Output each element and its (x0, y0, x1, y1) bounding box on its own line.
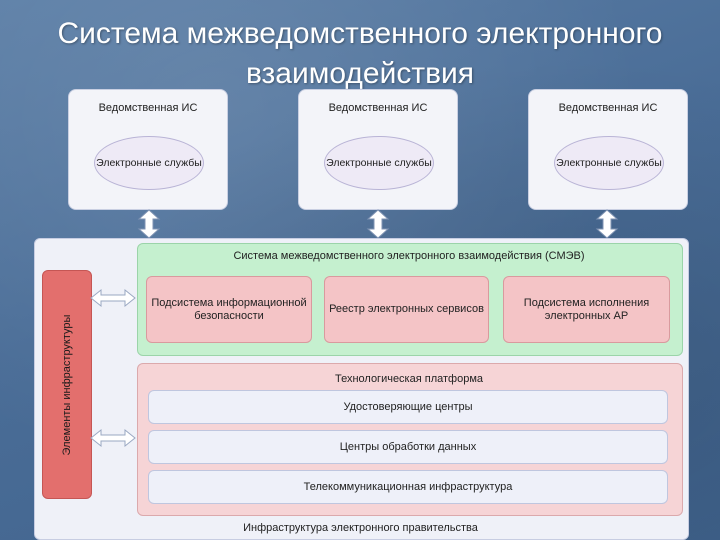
electronic-services-oval: Электронные службы (324, 136, 434, 190)
electronic-services-oval: Электронные службы (554, 136, 664, 190)
platform-item-data-centers: Центры обработки данных (148, 430, 668, 464)
smev-title: Система межведомственного электронного в… (233, 250, 585, 262)
smev-component-registry: Реестр электронных сервисов (324, 276, 489, 343)
vertical-double-arrow-icon (366, 209, 390, 239)
platform-item-telecom-infrastructure: Телекоммуникационная инфраструктура (148, 470, 668, 504)
agency-is-title: Ведомственная ИС (558, 102, 658, 114)
horizontal-double-arrow-icon (90, 428, 136, 448)
technology-platform-title: Технологическая платформа (334, 373, 484, 385)
vertical-double-arrow-icon (137, 209, 161, 239)
horizontal-double-arrow-icon (90, 288, 136, 308)
vertical-double-arrow-icon (595, 209, 619, 239)
agency-is-title: Ведомственная ИС (98, 102, 198, 114)
e-government-infrastructure-label: Инфраструктура электронного правительств… (243, 522, 478, 534)
slide-title: Система межведомственного электронного в… (57, 17, 663, 90)
agency-is-box-2: Ведомственная ИС Электронные службы (298, 89, 458, 210)
electronic-services-oval: Электронные службы (94, 136, 204, 190)
smev-component-execution: Подсистема исполнения электронных АР (503, 276, 670, 343)
agency-is-box-3: Ведомственная ИС Электронные службы (528, 89, 688, 210)
infrastructure-elements-label: Элементы инфраструктуры (61, 314, 73, 455)
agency-is-box-1: Ведомственная ИС Электронные службы (68, 89, 228, 210)
infrastructure-elements-bar: Элементы инфраструктуры (42, 270, 92, 499)
smev-component-security: Подсистема информационной безопасности (146, 276, 312, 343)
agency-is-title: Ведомственная ИС (328, 102, 428, 114)
platform-item-certification-centers: Удостоверяющие центры (148, 390, 668, 424)
